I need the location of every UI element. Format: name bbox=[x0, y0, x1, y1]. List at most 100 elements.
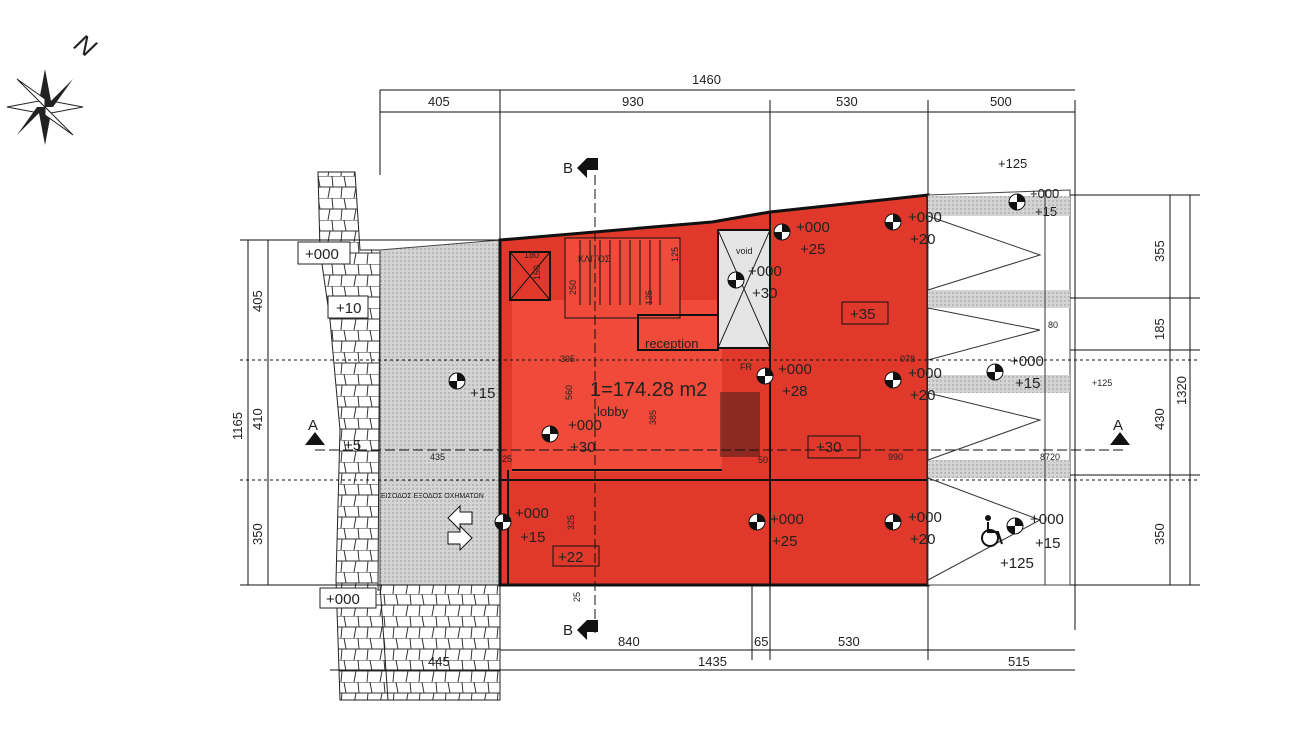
north-label: N bbox=[69, 28, 102, 63]
section-b-bottom-label: B bbox=[563, 622, 573, 639]
entrance-arrow-left-icon bbox=[447, 504, 473, 532]
section-a-left-arrow-icon bbox=[305, 432, 325, 445]
section-a-left-label: A bbox=[308, 417, 318, 434]
dim-395: 395 bbox=[560, 354, 575, 364]
dim-right-185: 185 bbox=[1152, 318, 1167, 340]
level-30-box: +30 bbox=[816, 439, 841, 456]
stair-core bbox=[564, 237, 681, 319]
level-ramp-15: +15 bbox=[520, 529, 545, 546]
dim-bottom-840: 840 bbox=[618, 634, 640, 649]
level-br-20: +20 bbox=[910, 531, 935, 548]
level-125-right: +125 bbox=[1092, 378, 1112, 388]
dim-078: 078 bbox=[900, 354, 915, 364]
level-left-15: +15 bbox=[470, 385, 495, 402]
area-label: 1=174.28 m2 bbox=[590, 379, 707, 401]
void-label: void bbox=[736, 246, 753, 256]
fr-label: FR bbox=[740, 362, 752, 372]
level-lobby-000: +000 bbox=[568, 417, 602, 434]
section-a-right-label: A bbox=[1113, 417, 1123, 434]
dim-top-mid: 930 bbox=[622, 94, 644, 109]
level-ur-000: +000 bbox=[908, 209, 942, 226]
left-yard bbox=[379, 239, 501, 586]
level-left-5: +5 bbox=[344, 437, 361, 454]
compass-rose-icon bbox=[6, 69, 84, 145]
level-bottom-000: +000 bbox=[326, 591, 360, 608]
level-void-000: +000 bbox=[748, 263, 782, 280]
level-tr-25: +25 bbox=[800, 241, 825, 258]
dim-250: 250 bbox=[568, 280, 578, 295]
section-b-bottom-arrow-icon bbox=[577, 620, 598, 640]
entrance-label: ΕΙΣΟΔΟΣ ΕΞΟΔΟΣ ΟΧΗΜΑΤΩΝ bbox=[381, 493, 484, 500]
dim-left-total: 1165 bbox=[230, 412, 245, 440]
level-35: +35 bbox=[850, 306, 875, 323]
level-ftop-15: +15 bbox=[1035, 204, 1057, 219]
level-br-000: +000 bbox=[908, 509, 942, 526]
entrance-arrow-right-icon bbox=[447, 524, 473, 552]
lobby-zone bbox=[512, 300, 722, 472]
dim-top-far-right: 500 bbox=[990, 94, 1012, 109]
dim-125b: 125 bbox=[644, 290, 654, 305]
dim-left-350: 350 bbox=[250, 523, 265, 545]
level-marker-icons bbox=[448, 193, 1026, 535]
level-fr-000: +000 bbox=[1010, 353, 1044, 370]
dim-right-430: 430 bbox=[1152, 408, 1167, 430]
wheelchair-icon bbox=[981, 515, 1003, 547]
reception-desk bbox=[720, 392, 760, 457]
dim-bottom-left: 445 bbox=[428, 654, 450, 669]
level-mid-000: +000 bbox=[778, 361, 812, 378]
level-tr-000: +000 bbox=[796, 219, 830, 236]
section-a-right-arrow-icon bbox=[1110, 432, 1130, 445]
level-bm-000: +000 bbox=[770, 511, 804, 528]
level-cr-000: +000 bbox=[908, 365, 942, 382]
dim-top-total: 1460 bbox=[692, 72, 721, 87]
dim-872: 8720 bbox=[1040, 452, 1060, 462]
level-void-30: +30 bbox=[752, 285, 777, 302]
level-left-10: +10 bbox=[336, 300, 361, 317]
dim-right-350: 350 bbox=[1152, 523, 1167, 545]
dim-bottom-530: 530 bbox=[838, 634, 860, 649]
dim-125a: 125 bbox=[670, 247, 680, 262]
level-fr-15: +15 bbox=[1015, 375, 1040, 392]
wc-block bbox=[637, 314, 719, 351]
level-acc-000: +000 bbox=[1030, 511, 1064, 528]
stone-wall-bottom bbox=[379, 584, 501, 701]
dim-150: 150 bbox=[532, 265, 542, 280]
stair-label: ΚΛΙΤΟΣ bbox=[578, 254, 611, 264]
parking-stripe-3 bbox=[928, 375, 1070, 393]
dim-top-left: 405 bbox=[428, 94, 450, 109]
dim-right-355: 355 bbox=[1152, 240, 1167, 262]
dim-25b: 25 bbox=[572, 592, 582, 602]
parking-stripe-4 bbox=[928, 460, 1070, 478]
dim-bottom-right: 515 bbox=[1008, 654, 1030, 669]
dim-25a: 25 bbox=[502, 454, 512, 464]
level-bm-25: +25 bbox=[772, 533, 797, 550]
dim-80: 80 bbox=[1048, 320, 1058, 330]
lift-shaft bbox=[509, 251, 551, 301]
level-ur-20: +20 bbox=[910, 231, 935, 248]
level-left-000: +000 bbox=[305, 246, 339, 263]
dim-990: 990 bbox=[888, 452, 903, 462]
section-b-top-label: B bbox=[563, 160, 573, 177]
dim-bottom-65: 65 bbox=[754, 634, 768, 649]
dim-left-410: 410 bbox=[250, 408, 265, 430]
dim-560: 560 bbox=[564, 385, 574, 400]
level-lobby-30: +30 bbox=[570, 439, 595, 456]
dim-left-405: 405 bbox=[250, 290, 265, 312]
dim-top-right: 530 bbox=[836, 94, 858, 109]
dim-right-total: 1320 bbox=[1174, 376, 1189, 405]
dim-bottom-total: 1435 bbox=[698, 654, 727, 669]
level-125-bottom: +125 bbox=[1000, 555, 1034, 572]
level-28: +28 bbox=[782, 383, 807, 400]
level-acc-15: +15 bbox=[1035, 535, 1060, 552]
parking-stripe-2 bbox=[928, 290, 1070, 308]
level-125-top: +125 bbox=[998, 156, 1027, 171]
dim-50: 50 bbox=[758, 455, 768, 465]
dim-325: 325 bbox=[566, 515, 576, 530]
lobby-label: lobby bbox=[597, 404, 629, 419]
dim-435: 435 bbox=[430, 452, 445, 462]
level-cr-20: +20 bbox=[910, 387, 935, 404]
reception-label: reception bbox=[645, 336, 698, 351]
level-ramp-000: +000 bbox=[515, 505, 549, 522]
dim-180: 180 bbox=[524, 250, 539, 260]
